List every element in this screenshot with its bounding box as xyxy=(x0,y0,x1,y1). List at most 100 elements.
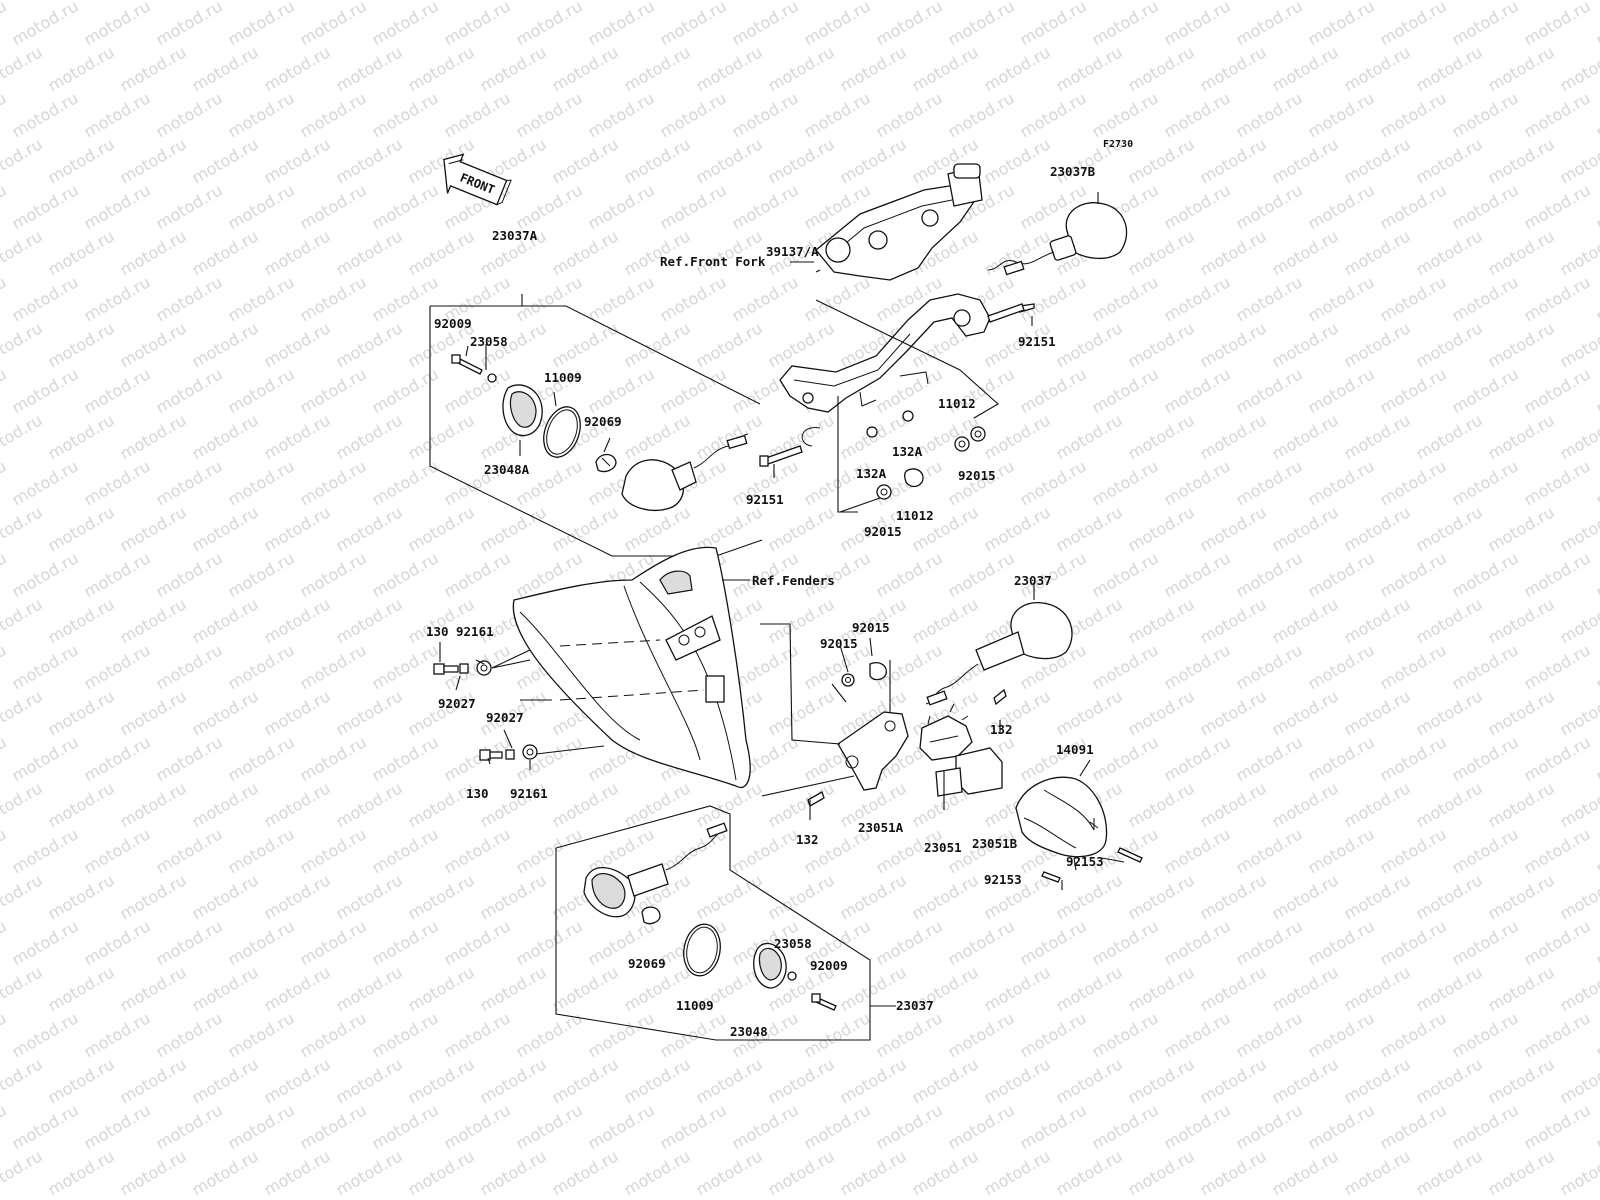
watermark-text: motod.ru xyxy=(9,548,82,601)
watermark-text: motod.ru xyxy=(1593,824,1600,877)
watermark-text: motod.ru xyxy=(1197,962,1270,1015)
watermark-text: motod.ru xyxy=(45,962,118,1015)
watermark-text: motod.ru xyxy=(441,824,514,877)
watermark-text: motod.ru xyxy=(1233,0,1306,49)
watermark-text: motod.ru xyxy=(1341,778,1414,831)
watermark-text: motod.ru xyxy=(333,226,406,279)
watermark-text: motod.ru xyxy=(441,1100,514,1153)
watermark-text: motod.ru xyxy=(1413,42,1486,95)
watermark-text: motod.ru xyxy=(945,916,1018,969)
watermark-text: motod.ru xyxy=(1053,318,1126,371)
watermark-text: motod.ru xyxy=(1125,1146,1198,1199)
watermark-text: motod.ru xyxy=(1089,732,1162,785)
watermark-text: motod.ru xyxy=(1053,502,1126,555)
watermark-text: motod.ru xyxy=(297,180,370,233)
watermark-text: motod.ru xyxy=(1089,272,1162,325)
watermark-text: motod.ru xyxy=(1449,364,1522,417)
watermark-text: motod.ru xyxy=(0,962,46,1015)
watermark-text: motod.ru xyxy=(0,1146,46,1199)
watermark-text: motod.ru xyxy=(513,88,586,141)
watermark-text: motod.ru xyxy=(513,732,586,785)
watermark-text: motod.ru xyxy=(1197,318,1270,371)
watermark-text: motod.ru xyxy=(0,1008,10,1061)
watermark-text: motod.ru xyxy=(81,180,154,233)
watermark-text: motod.ru xyxy=(117,962,190,1015)
watermark-text: motod.ru xyxy=(441,916,514,969)
watermark-text: motod.ru xyxy=(1413,1054,1486,1107)
watermark-text: motod.ru xyxy=(261,42,334,95)
watermark-text: motod.ru xyxy=(1269,962,1342,1015)
watermark-text: motod.ru xyxy=(1485,134,1558,187)
watermark-text: motod.ru xyxy=(1305,732,1378,785)
watermark-text: motod.ru xyxy=(1449,824,1522,877)
watermark-text: motod.ru xyxy=(981,410,1054,463)
watermark-text: motod.ru xyxy=(81,640,154,693)
watermark-text: motod.ru xyxy=(477,870,550,923)
label-11009-bottom: 11009 xyxy=(676,998,714,1013)
watermark-text: motod.ru xyxy=(765,42,838,95)
watermark-text: motod.ru xyxy=(1089,916,1162,969)
watermark-text: motod.ru xyxy=(1413,962,1486,1015)
watermark-text: motod.ru xyxy=(1161,1008,1234,1061)
watermark-text: motod.ru xyxy=(297,272,370,325)
watermark-text: motod.ru xyxy=(1269,594,1342,647)
watermark-text: motod.ru xyxy=(1125,42,1198,95)
watermark-text: motod.ru xyxy=(621,1054,694,1107)
watermark-text: motod.ru xyxy=(405,0,478,3)
figure-code: F2730 xyxy=(1103,139,1133,150)
watermark-text: motod.ru xyxy=(1449,456,1522,509)
watermark-text: motod.ru xyxy=(333,594,406,647)
watermark-text: motod.ru xyxy=(1125,226,1198,279)
upper-small-parts xyxy=(759,299,1035,513)
watermark-text: motod.ru xyxy=(369,180,442,233)
watermark-text: motod.ru xyxy=(117,410,190,463)
watermark-text: motod.ru xyxy=(45,686,118,739)
watermark-text: motod.ru xyxy=(1089,1008,1162,1061)
watermark-text: motod.ru xyxy=(1521,640,1594,693)
label-23048: 23048 xyxy=(730,1024,768,1039)
label-11009-top: 11009 xyxy=(544,370,582,385)
watermark-text: motod.ru xyxy=(405,686,478,739)
watermark-text: motod.ru xyxy=(1233,916,1306,969)
watermark-text: motod.ru xyxy=(1449,0,1522,49)
watermark-text: motod.ru xyxy=(1557,42,1600,95)
watermark-text: motod.ru xyxy=(693,1146,766,1199)
watermark-text: motod.ru xyxy=(153,1008,226,1061)
watermark-text: motod.ru xyxy=(261,778,334,831)
bracket-cover xyxy=(1015,776,1143,890)
watermark-text: motod.ru xyxy=(1233,456,1306,509)
watermark-text: motod.ru xyxy=(9,824,82,877)
watermark-text: motod.ru xyxy=(1377,180,1450,233)
watermark-text: motod.ru xyxy=(189,962,262,1015)
watermark-text: motod.ru xyxy=(261,1146,334,1199)
watermark-text: motod.ru xyxy=(1305,1008,1378,1061)
watermark-text: motod.ru xyxy=(225,824,298,877)
watermark-text: motod.ru xyxy=(801,1008,874,1061)
watermark-text: motod.ru xyxy=(585,1008,658,1061)
watermark-text: motod.ru xyxy=(117,0,190,3)
label-130-a: 130 xyxy=(426,624,449,639)
watermark-text: motod.ru xyxy=(1197,0,1270,3)
watermark-text: motod.ru xyxy=(1197,134,1270,187)
watermark-text: motod.ru xyxy=(1557,502,1600,555)
watermark-text: motod.ru xyxy=(1449,916,1522,969)
watermark-text: motod.ru xyxy=(1521,824,1594,877)
watermark-text: motod.ru xyxy=(1377,824,1450,877)
watermark-text: motod.ru xyxy=(189,686,262,739)
watermark-text: motod.ru xyxy=(981,1054,1054,1107)
watermark-text: motod.ru xyxy=(0,88,10,141)
watermark-text: motod.ru xyxy=(477,0,550,3)
watermark-text: motod.ru xyxy=(1305,364,1378,417)
watermark-text: motod.ru xyxy=(549,962,622,1015)
watermark-text: motod.ru xyxy=(261,410,334,463)
label-132-a: 132 xyxy=(990,722,1013,737)
part-labels: 23037A 23037B 39137/A 92151 92009 23058 … xyxy=(426,164,1104,1039)
watermark-text: motod.ru xyxy=(1593,640,1600,693)
watermark-text: motod.ru xyxy=(0,1100,10,1153)
label-92015-b: 92015 xyxy=(864,524,902,539)
watermark-text: motod.ru xyxy=(1161,180,1234,233)
watermark-text: motod.ru xyxy=(297,548,370,601)
watermark-text: motod.ru xyxy=(1413,318,1486,371)
label-92015-d: 92015 xyxy=(820,636,858,651)
